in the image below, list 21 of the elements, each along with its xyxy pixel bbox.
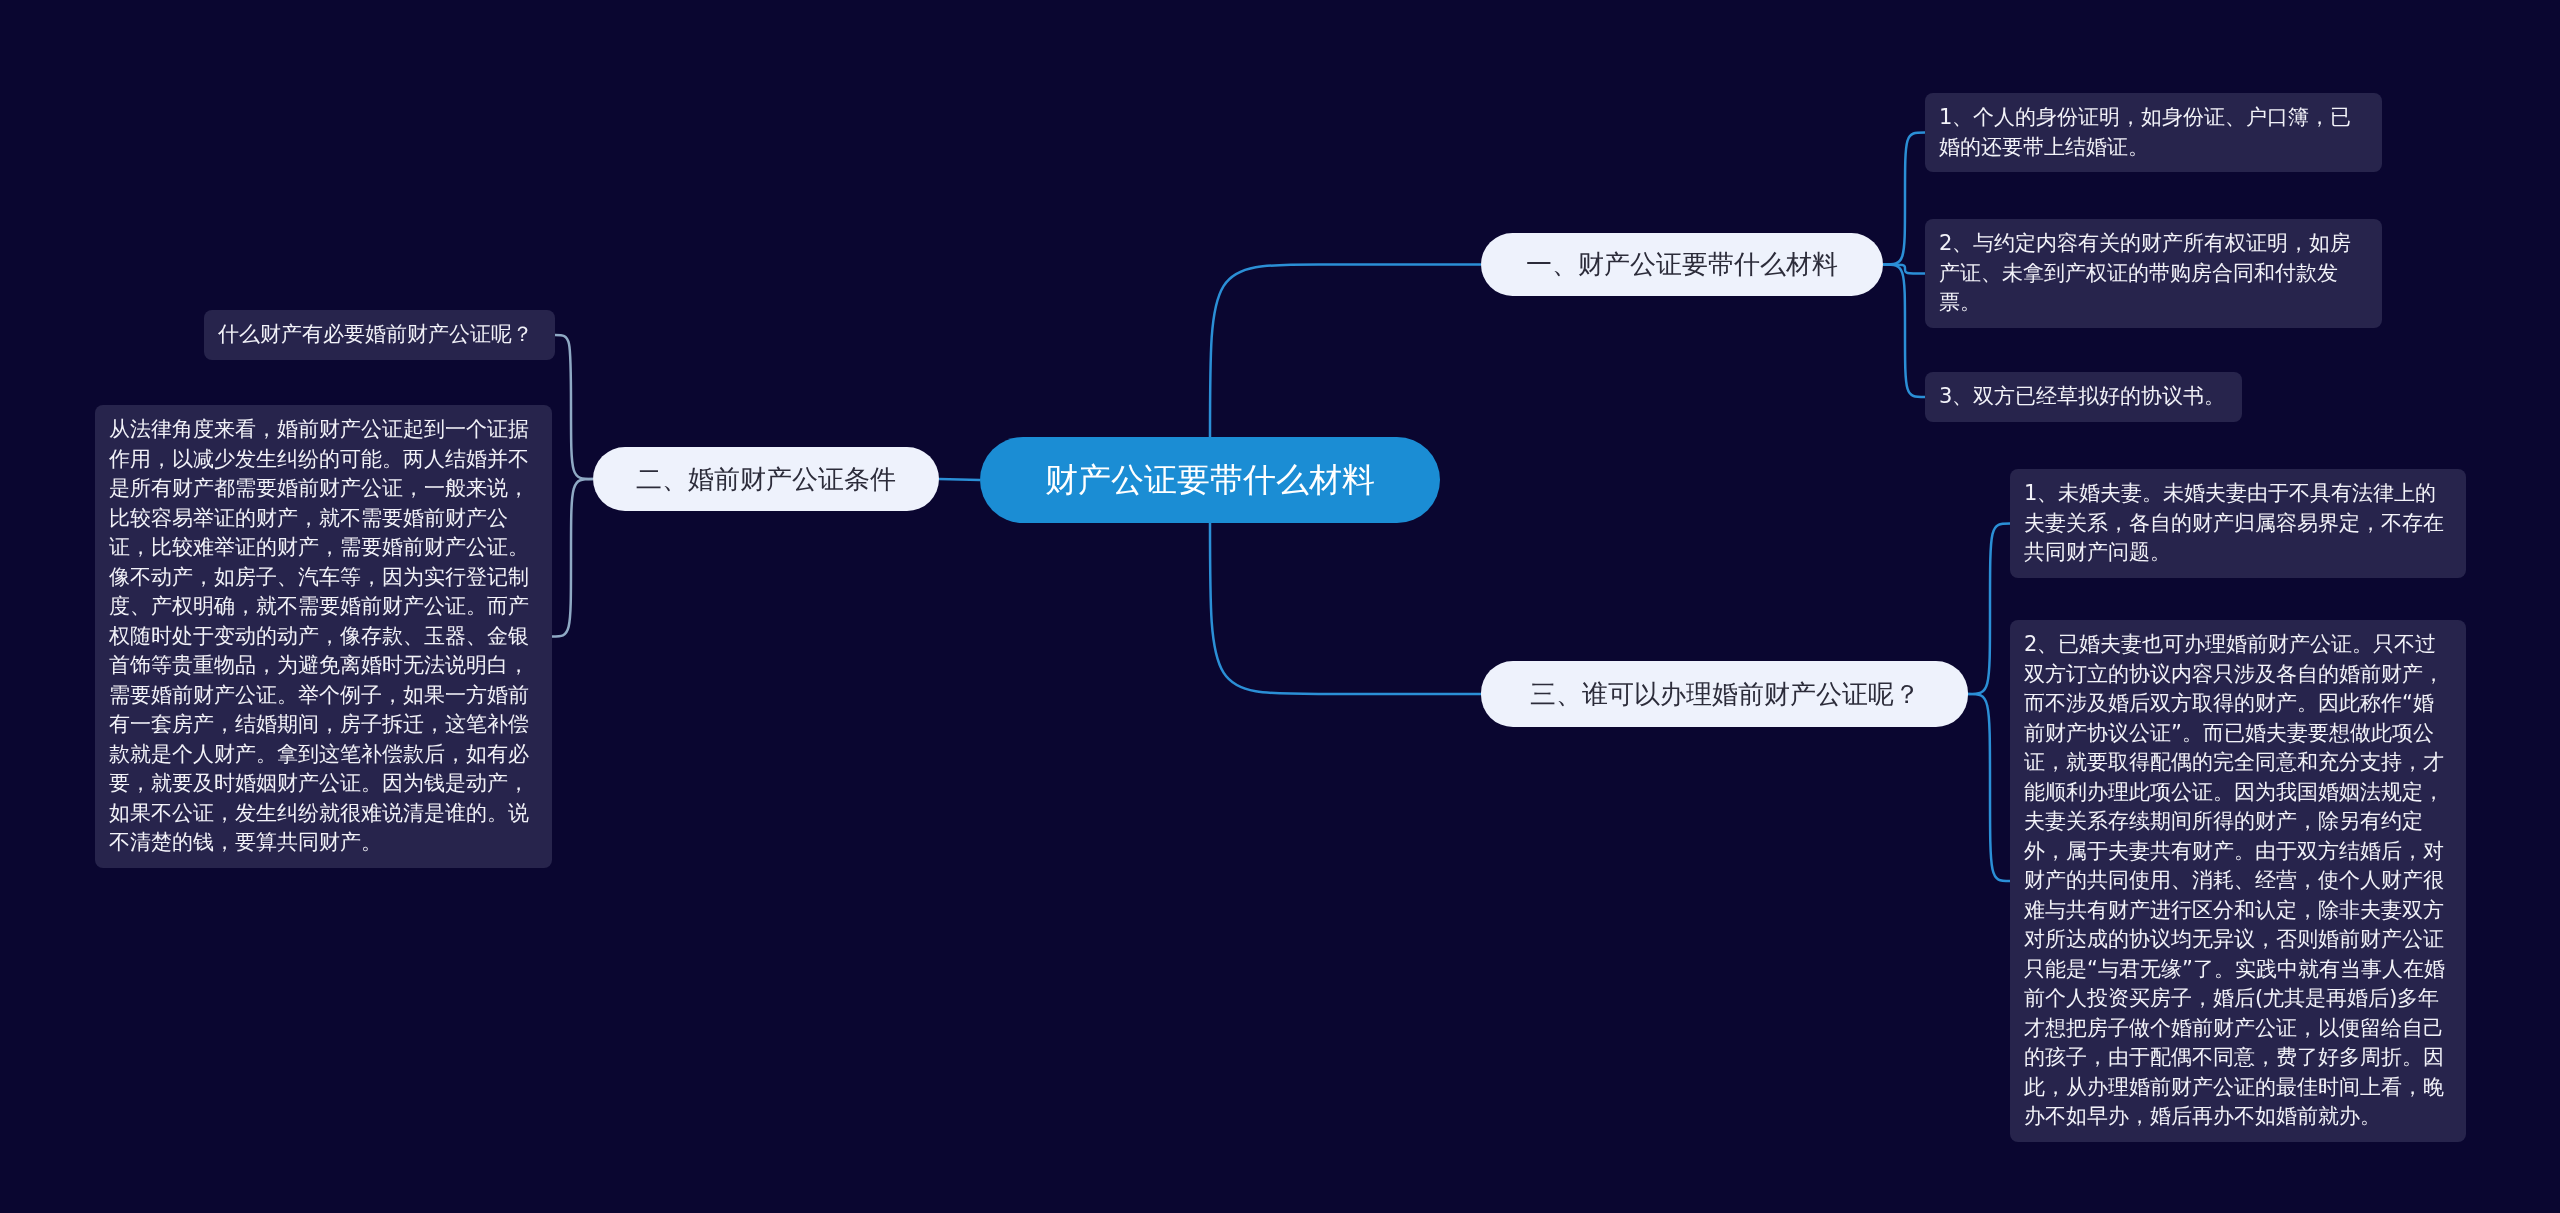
topic-text: 三、谁可以办理婚前财产公证呢？ bbox=[1529, 677, 1920, 711]
topic-text: 二、婚前财产公证条件 bbox=[636, 462, 896, 496]
topic-text: 1、个人的身份证明，如身份证、户口簿，已婚的还要带上结婚证。 bbox=[1939, 104, 2353, 161]
topic-text: 财产公证要带什么材料 bbox=[1045, 458, 1375, 501]
connector-line bbox=[1208, 263, 1481, 437]
connector-line bbox=[1968, 692, 2010, 883]
detail-card bbox=[204, 310, 555, 360]
topic-text: 什么财产有必要婚前财产公证呢？ bbox=[218, 321, 533, 348]
topic-text: 2、已婚夫妻也可办理婚前财产公证。只不过双方订立的协议内容只涉及各自的婚前财产，而不涉及婚后双方取得的财产。因此称作“婚前财产协议公证”。而已婚夫妻要想做此项公证，就要取得配偶的完全同意和充分支持，才能顺利办理此项公证。因为我国婚姻法规定，夫妻关系存续期间所得的财产，除另有约定外，属于夫妻共有财产。由于双方结婚后，对财产的共同使用、消耗、经营，使个人财产很难与共有财产进行区分和认定，除非夫妻双方对所达成的协议均无异议，否则婚前财产公证只能是“与君无缘”了。实践中就有当事人在婚前个人投资买房子，婚后(尤其是再婚后)多年才想把房子做个婚前财产公证，以便留给自己的孩子，由于配偶不同意，费了好多周折。因此，从办理婚前财产公证的最佳时间上看，晚办不如早办，婚后再办不如婚前就办。 bbox=[2024, 631, 2446, 1130]
topic-text: 1、未婚夫妻。未婚夫妻由于不具有法律上的夫妻关系，各自的财产归属容易界定，不存在共同财产问题。 bbox=[2024, 480, 2445, 566]
detail-card bbox=[1925, 219, 2382, 328]
topic-text: 从法律角度来看，婚前财产公证起到一个证据作用，以减少发生纠纷的可能。两人结婚并不是所有财产都需要婚前财产公证，一般来说，比较容易举证的财产，就不需要婚前财产公证，比较难举证的财产，需要婚前财产公证。像不动产，如房子、汽车等，因为实行登记制度、产权明确，就不需要婚前财产公证。而产权随时处于变动的动产，像存款、玉器、金银首饰等贵重物品，为避免离婚时无法说明白，需要婚前财产公证。举个例子，如果一方婚前有一套房产，结婚期间，房子拆迁，这笔补偿款就是个人财产。拿到这笔补偿款后，如有必要，就要及时婚姻财产公证。因为钱是动产，如果不公证，发生纠纷就很难说清是谁的。说不清楚的钱，要算共同财产。 bbox=[109, 416, 530, 856]
topic-text: 3、双方已经草拟好的协议书。 bbox=[1939, 383, 2226, 410]
detail-card bbox=[2010, 469, 2466, 578]
topic-text: 一、财产公证要带什么材料 bbox=[1526, 248, 1838, 281]
detail-card bbox=[1925, 372, 2242, 422]
detail-card bbox=[1925, 93, 2382, 172]
topic-text: 2、与约定内容有关的财产所有权证明，如房产证、未拿到产权证的带购房合同和付款发票。 bbox=[1939, 230, 2353, 316]
connector-line bbox=[552, 477, 593, 638]
connector-line bbox=[938, 477, 981, 482]
connector-line bbox=[1208, 523, 1481, 696]
